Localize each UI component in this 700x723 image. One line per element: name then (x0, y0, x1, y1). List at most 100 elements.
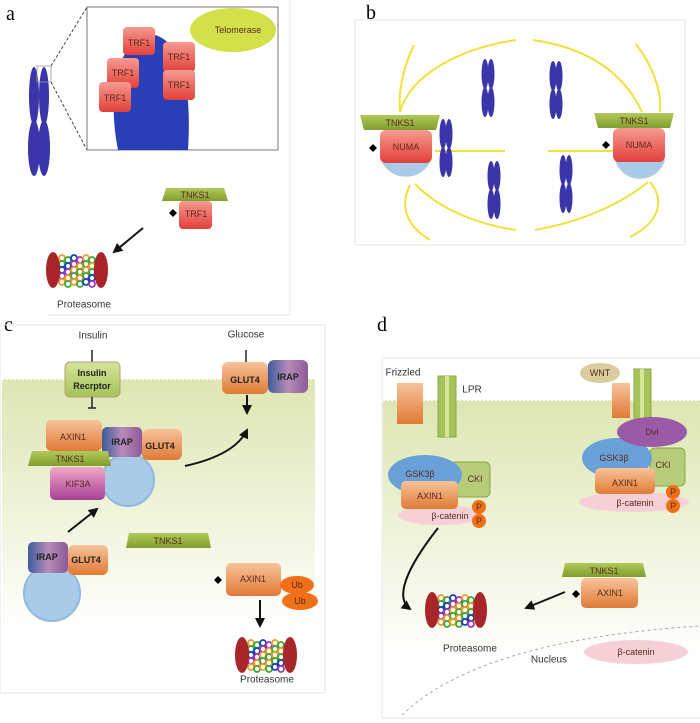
zoom-region-box (36, 65, 52, 83)
proteasome-subunit (253, 647, 261, 655)
glucose-label: Glucose (228, 330, 265, 341)
svg-text:KIF3A: KIF3A (65, 479, 90, 489)
proteasome-subunit (455, 620, 463, 628)
proteasome-subunit (461, 612, 469, 620)
destruction-complex-left: CKI GSK3β β-catenin AXIN1 P P (388, 455, 491, 528)
proteasome-cap (46, 252, 60, 288)
tnks1-axin1-complex: TNKS1 AXIN1 (562, 563, 646, 608)
svg-text:IRAP: IRAP (36, 552, 58, 562)
proteasome (46, 252, 108, 288)
proteasome-subunit (437, 594, 445, 602)
zoom-line-bottom (50, 81, 88, 151)
proteasome-cap (425, 592, 439, 628)
svg-text:Dvl: Dvl (646, 427, 659, 437)
numa-shape (380, 130, 432, 163)
proteasome (235, 637, 297, 673)
proteasome-subunit (271, 657, 279, 665)
svg-text:TRF1: TRF1 (128, 38, 151, 48)
svg-text:GLUT4: GLUT4 (71, 555, 101, 565)
centrosome (615, 160, 665, 179)
proteasome-subunit (259, 663, 267, 671)
panel-a-frame (48, 0, 291, 316)
ubiquitin (282, 592, 318, 610)
proteasome-subunit (265, 641, 273, 649)
proteasome-subunit (271, 645, 279, 653)
proteasome-subunit (88, 280, 96, 288)
svg-text:TNKS1: TNKS1 (55, 454, 84, 464)
svg-text:TNKS1: TNKS1 (589, 566, 618, 576)
proteasome-subunit (247, 657, 255, 665)
panel-d: d Frizzled LPR CKI GSK3β β-catenin AXIN1… (377, 314, 700, 719)
telomerase: Telomerase (190, 8, 276, 52)
tnks1-axin1-kif3a-complex: AXIN1 IRAP GLUT4 TNKS1 KIF3A (28, 420, 182, 507)
svg-text:GSK3β: GSK3β (599, 453, 628, 463)
svg-text:Insulin: Insulin (78, 368, 107, 378)
proteasome-subunit (437, 600, 445, 608)
proteasome-subunit (455, 602, 463, 610)
vesicle-arrow (67, 507, 99, 533)
proteasome-subunit (467, 620, 475, 628)
parylation-diamond-icon (602, 141, 610, 149)
proteasome-subunit (253, 665, 261, 673)
trf1-shape (179, 201, 212, 229)
parylation-diamond-icon (369, 144, 377, 152)
proteasome-subunit (277, 665, 285, 673)
proteasome-subunit (259, 645, 267, 653)
svg-text:P: P (476, 502, 482, 512)
svg-text:NUMA: NUMA (626, 140, 653, 150)
exocytosis-arrow (184, 428, 249, 467)
svg-text:β-catenin: β-catenin (431, 511, 468, 521)
svg-text:Ub: Ub (291, 580, 303, 590)
proteasome-label: Proteasome (443, 644, 497, 655)
tnks1-trf1-complex: TNKS1 TRF1 (162, 188, 228, 229)
trf1-box: TRF1 (107, 58, 139, 88)
proteasome-subunit (247, 663, 255, 671)
svg-text:β-catenin: β-catenin (617, 647, 654, 657)
proteasome-subunit (449, 600, 457, 608)
svg-text:CKI: CKI (655, 460, 670, 470)
chromosome (28, 67, 50, 176)
proteasome-subunit (277, 659, 285, 667)
proteasome-cap (473, 592, 487, 628)
numa-shape (613, 128, 665, 162)
svg-text:P: P (670, 501, 676, 511)
lpr-label: LPR (462, 385, 481, 396)
proteasome-subunit (70, 278, 78, 286)
proteasome-subunit (443, 614, 451, 622)
proteasome-subunit (253, 641, 261, 649)
proteasome-subunit (271, 663, 279, 671)
proteasome-subunit (253, 653, 261, 661)
frizzled-receptor (397, 383, 423, 424)
proteasome-subunit (443, 596, 451, 604)
proteasome-subunit (455, 608, 463, 616)
svg-text:TRF1: TRF1 (168, 80, 191, 90)
proteasome-label: Proteasome (57, 300, 111, 311)
svg-text:TRF1: TRF1 (168, 52, 191, 62)
trf1-box: TRF1 (163, 42, 195, 72)
proteasome-label: Proteasome (240, 675, 294, 686)
svg-text:β-catenin: β-catenin (616, 498, 653, 508)
panel-a: a Telomerase TRF1 TRF1 TRF1 TRF1 TRF1 TN… (6, 0, 291, 316)
proteasome-subunit (271, 639, 279, 647)
inhibition-bar (88, 397, 96, 409)
proteasome-subunit (259, 639, 267, 647)
membrane-glut4-irap: GLUT4 IRAP (222, 360, 308, 394)
svg-text:NUMA: NUMA (393, 142, 420, 152)
svg-text:AXIN1: AXIN1 (597, 588, 623, 598)
nuclear-beta-catenin: β-catenin (584, 640, 688, 664)
svg-text:GLUT4: GLUT4 (145, 441, 175, 451)
svg-text:Ub: Ub (294, 596, 306, 606)
proteasome-subunit (467, 614, 475, 622)
svg-text:AXIN1: AXIN1 (612, 478, 638, 488)
proteasome-subunit (58, 278, 66, 286)
proteasome (425, 592, 487, 628)
zoom-line-top (50, 6, 88, 67)
trf1-box: TRF1 (99, 82, 131, 112)
parylation-diamond-icon (214, 576, 222, 584)
proteasome-cap (283, 637, 297, 673)
proteasome-subunit (259, 657, 267, 665)
proteasome-subunit (259, 651, 267, 659)
proteasome-subunit (455, 614, 463, 622)
centrosome (381, 160, 431, 177)
panel-label-b: b (366, 2, 376, 24)
